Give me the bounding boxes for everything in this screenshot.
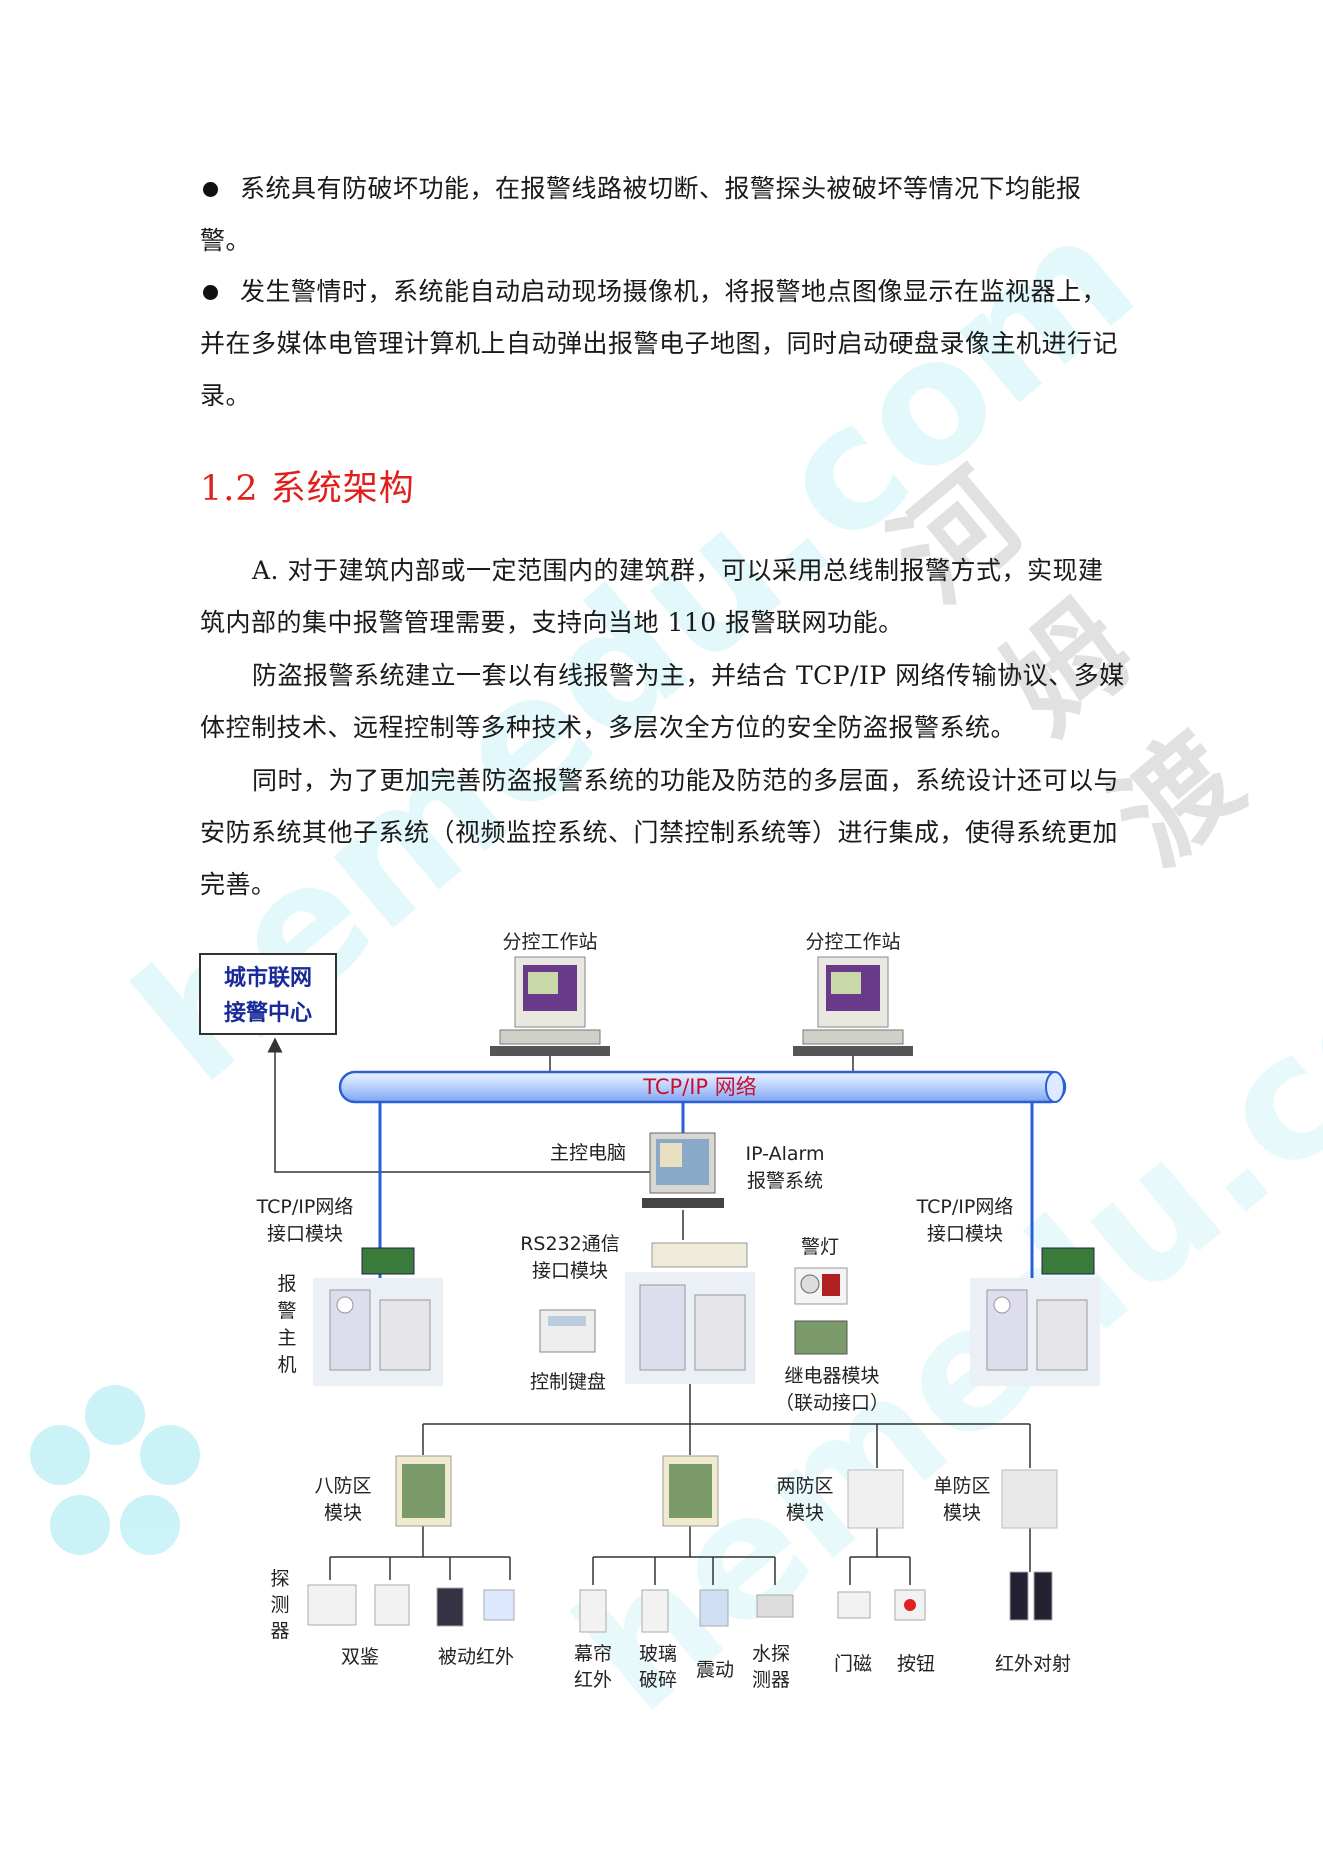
relay-module-icon xyxy=(794,1320,848,1355)
ir-beam-icon-2 xyxy=(1033,1571,1053,1621)
rs232-line2: 接口模块 xyxy=(532,1260,608,1282)
alarm-host-right-icon xyxy=(970,1247,1100,1386)
city-center-line2: 接警中心 xyxy=(224,1001,312,1026)
sub-station-right-label: 分控工作站 xyxy=(805,931,900,953)
alarm-host-char-3: 主 xyxy=(277,1327,296,1349)
tcp-module-left-line2: 接口模块 xyxy=(267,1223,343,1245)
sub-station-left-icon xyxy=(490,956,610,1056)
section-heading: 1.2 系统架构 xyxy=(200,469,415,509)
paragraph-1: A. 对于建筑内部或一定范围内的建筑群，可以采用总线制报警方式，实现建筑内部的集… xyxy=(200,556,1104,637)
paragraph-3: 同时，为了更加完善防盗报警系统的功能及防范的多层面，系统设计还可以与安防系统其他… xyxy=(200,766,1120,899)
glass-break-line2: 破碎 xyxy=(639,1669,677,1691)
passive-ir-icon-2 xyxy=(483,1589,515,1621)
sub-station-left-label: 分控工作站 xyxy=(502,931,597,953)
door-contact-label: 门磁 xyxy=(834,1653,872,1675)
two-zone-line2: 模块 xyxy=(786,1502,824,1524)
paragraph-2: 防盗报警系统建立一套以有线报警为主，并结合 TCP/IP 网络传输协议、多媒体控… xyxy=(200,661,1125,742)
alarm-host-char-1: 报 xyxy=(277,1273,296,1295)
relay-line1: 继电器模块 xyxy=(784,1365,879,1387)
alarm-host-left-icon xyxy=(313,1247,443,1386)
eight-zone-module-icon xyxy=(395,1455,452,1527)
door-contact-icon xyxy=(837,1591,871,1619)
tcp-module-right-line1: TCP/IP网络 xyxy=(916,1196,1014,1218)
ip-alarm-line1: IP-Alarm xyxy=(746,1143,825,1165)
bullet-item-1: 系统具有防破坏功能，在报警线路被切断、报警探头被破坏等情况下均能报警。 xyxy=(200,163,1125,267)
tcp-ip-network-bus: TCP/IP 网络 xyxy=(338,1070,1067,1104)
alarm-host-char-2: 警 xyxy=(277,1300,296,1322)
vibration-label: 震动 xyxy=(696,1659,734,1681)
eight-zone-line1: 八防区 xyxy=(314,1475,371,1497)
bullet-item-2: 发生警情时，系统能自动启动现场摄像机，将报警地点图像显示在监视器上，并在多媒体电… xyxy=(200,266,1125,422)
two-zone-line1: 两防区 xyxy=(776,1475,833,1497)
alarm-host-center-icon xyxy=(625,1272,755,1384)
two-zone-module-icon xyxy=(847,1469,904,1529)
tcp-module-left-line1: TCP/IP网络 xyxy=(256,1196,354,1218)
bullet-text: 发生警情时，系统能自动启动现场摄像机，将报警地点图像显示在监视器上，并在多媒体电… xyxy=(200,277,1119,410)
main-pc-icon xyxy=(642,1132,724,1208)
dual-tech-detector-icon xyxy=(307,1584,357,1626)
passive-ir-label: 被动红外 xyxy=(438,1646,514,1668)
detector-char-2: 测 xyxy=(270,1594,289,1616)
ir-beam-icon xyxy=(1009,1571,1029,1621)
main-pc-label: 主控电脑 xyxy=(550,1142,626,1164)
rs232-module-icon xyxy=(651,1242,748,1268)
control-keypad-label: 控制键盘 xyxy=(530,1371,606,1393)
detector-char-3: 器 xyxy=(270,1620,289,1642)
detector-icons xyxy=(307,1571,1053,1633)
curtain-ir-line1: 幕帘 xyxy=(574,1643,612,1665)
city-center-line1: 城市联网 xyxy=(224,965,312,991)
rs232-line1: RS232通信 xyxy=(520,1233,620,1255)
water-detector-icon xyxy=(756,1594,794,1618)
control-keypad-icon xyxy=(539,1309,596,1353)
ip-alarm-line2: 报警系统 xyxy=(747,1170,823,1192)
bus-tree xyxy=(329,1384,1031,1585)
network-label: TCP/IP 网络 xyxy=(642,1075,757,1099)
uplink-arrow xyxy=(267,1037,650,1173)
curtain-ir-icon xyxy=(579,1589,607,1633)
alarm-host-char-4: 机 xyxy=(277,1354,296,1376)
alarm-lamp-icon xyxy=(794,1267,848,1305)
water-detector-line1: 水探 xyxy=(752,1643,790,1665)
ir-beam-label: 红外对射 xyxy=(995,1653,1071,1675)
water-detector-line2: 测器 xyxy=(752,1669,790,1691)
detector-char-1: 探 xyxy=(270,1568,289,1590)
bullet-dot xyxy=(203,284,218,300)
single-zone-module-icon xyxy=(1001,1469,1058,1529)
bullet-text: 系统具有防破坏功能，在报警线路被切断、报警探头被破坏等情况下均能报警。 xyxy=(200,174,1082,255)
dual-tech-detector-icon-2 xyxy=(374,1584,410,1626)
passive-ir-icon xyxy=(436,1587,464,1627)
bullet-dot xyxy=(203,181,218,197)
tcp-module-right-line2: 接口模块 xyxy=(927,1223,1003,1245)
button-label: 按钮 xyxy=(897,1653,935,1675)
dual-tech-label: 双鉴 xyxy=(341,1646,379,1668)
single-zone-line1: 单防区 xyxy=(933,1475,990,1497)
sub-station-right-icon xyxy=(793,956,913,1056)
eight-zone-module-center-icon xyxy=(662,1455,719,1527)
eight-zone-line2: 模块 xyxy=(324,1502,362,1524)
relay-line2: （联动接口） xyxy=(775,1392,889,1414)
glass-break-line1: 玻璃 xyxy=(639,1643,677,1665)
single-zone-line2: 模块 xyxy=(943,1502,981,1524)
vibration-icon xyxy=(699,1589,729,1627)
alarm-lamp-label: 警灯 xyxy=(801,1236,839,1258)
glass-break-icon xyxy=(641,1589,669,1633)
city-alarm-center-box: 城市联网 接警中心 xyxy=(199,953,337,1035)
curtain-ir-line2: 红外 xyxy=(574,1669,612,1691)
